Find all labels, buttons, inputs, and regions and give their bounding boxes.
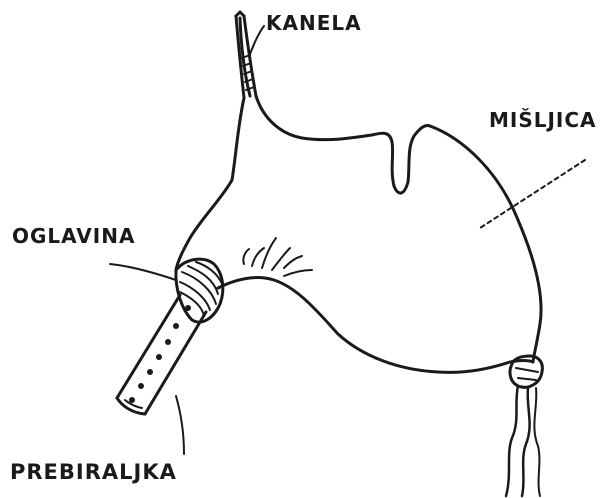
prebiraljka-leader [176,396,184,454]
kanela-leader [250,26,264,54]
oglavina-stock [176,259,223,322]
label-oglavina: OGLAVINA [12,226,135,246]
prebiraljka-chanter [117,295,206,414]
kanela-blowpipe [236,12,256,98]
label-misljica: MIŠLJICA [489,110,597,130]
oglavina-leader [110,264,176,280]
label-kanela: KANELA [266,13,362,33]
drone-tie [506,356,542,496]
misljica-leader [480,160,585,228]
misljica-bag [176,96,541,372]
label-prebiraljka: PREBIRALJKA [10,462,177,483]
